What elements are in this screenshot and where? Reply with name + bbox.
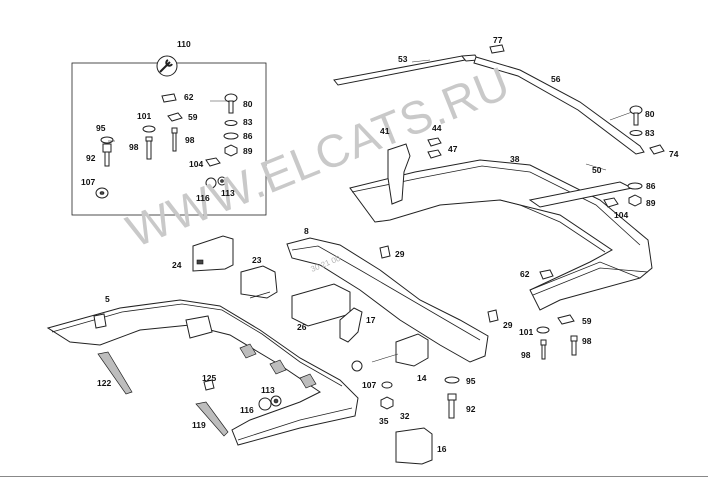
label-16: 16: [437, 444, 447, 454]
label-98: 98: [582, 336, 592, 346]
label-77: 77: [493, 35, 503, 45]
label-29: 29: [503, 320, 513, 330]
label-104: 104: [614, 210, 628, 220]
label-50: 50: [592, 165, 602, 175]
label-101: 101: [519, 327, 533, 337]
label-92: 92: [466, 404, 476, 414]
label-107: 107: [362, 380, 376, 390]
label-83: 83: [645, 128, 655, 138]
label-98: 98: [521, 350, 531, 360]
part-labels: 110 62 80 101 59 83 95 98 98 86 92 89 10…: [81, 35, 679, 454]
watermark: WWW.ELCATS.RU: [119, 56, 517, 257]
front-bumper-5: [46, 299, 359, 446]
label-59: 59: [582, 316, 592, 326]
label-95: 95: [466, 376, 476, 386]
label-86: 86: [646, 181, 656, 191]
wrench-icon: [156, 55, 178, 77]
label-98: 98: [129, 142, 139, 152]
trim-strip-56: [473, 56, 645, 155]
label-101: 101: [137, 111, 151, 121]
label-62: 62: [184, 92, 194, 102]
label-83: 83: [243, 117, 253, 127]
label-86: 86: [243, 131, 253, 141]
label-116: 116: [196, 193, 210, 203]
label-8: 8: [304, 226, 309, 236]
label-53: 53: [398, 54, 408, 64]
label-17: 17: [366, 315, 376, 325]
label-107: 107: [81, 177, 95, 187]
label-14: 14: [417, 373, 427, 383]
label-80: 80: [645, 109, 655, 119]
label-95: 95: [96, 123, 106, 133]
label-98: 98: [185, 135, 195, 145]
label-110: 110: [177, 39, 191, 49]
label-41: 41: [380, 126, 390, 136]
label-29: 29: [395, 249, 405, 259]
label-38: 38: [510, 154, 520, 164]
label-74: 74: [669, 149, 679, 159]
label-125: 125: [202, 373, 216, 383]
label-89: 89: [243, 146, 253, 156]
label-24: 24: [172, 260, 182, 270]
label-104: 104: [189, 159, 203, 169]
label-59: 59: [188, 112, 198, 122]
label-44: 44: [432, 123, 442, 133]
label-122: 122: [97, 378, 111, 388]
leader-lines: [108, 59, 633, 171]
label-62: 62: [520, 269, 530, 279]
label-119: 119: [192, 420, 206, 430]
bumper-section-8: [286, 237, 489, 363]
label-47: 47: [448, 144, 458, 154]
trim-122: [97, 351, 133, 395]
inset-hardware: [95, 93, 239, 199]
rear-bumper-38: [349, 159, 653, 311]
label-89: 89: [646, 198, 656, 208]
label-116: 116: [240, 405, 254, 415]
label-35: 35: [379, 416, 389, 426]
label-80: 80: [243, 99, 253, 109]
label-56: 56: [551, 74, 561, 84]
label-113: 113: [261, 385, 275, 395]
label-32: 32: [400, 411, 410, 421]
label-113: 113: [221, 188, 235, 198]
label-26: 26: [297, 322, 307, 332]
label-5: 5: [105, 294, 110, 304]
label-23: 23: [252, 255, 262, 265]
label-92: 92: [86, 153, 96, 163]
